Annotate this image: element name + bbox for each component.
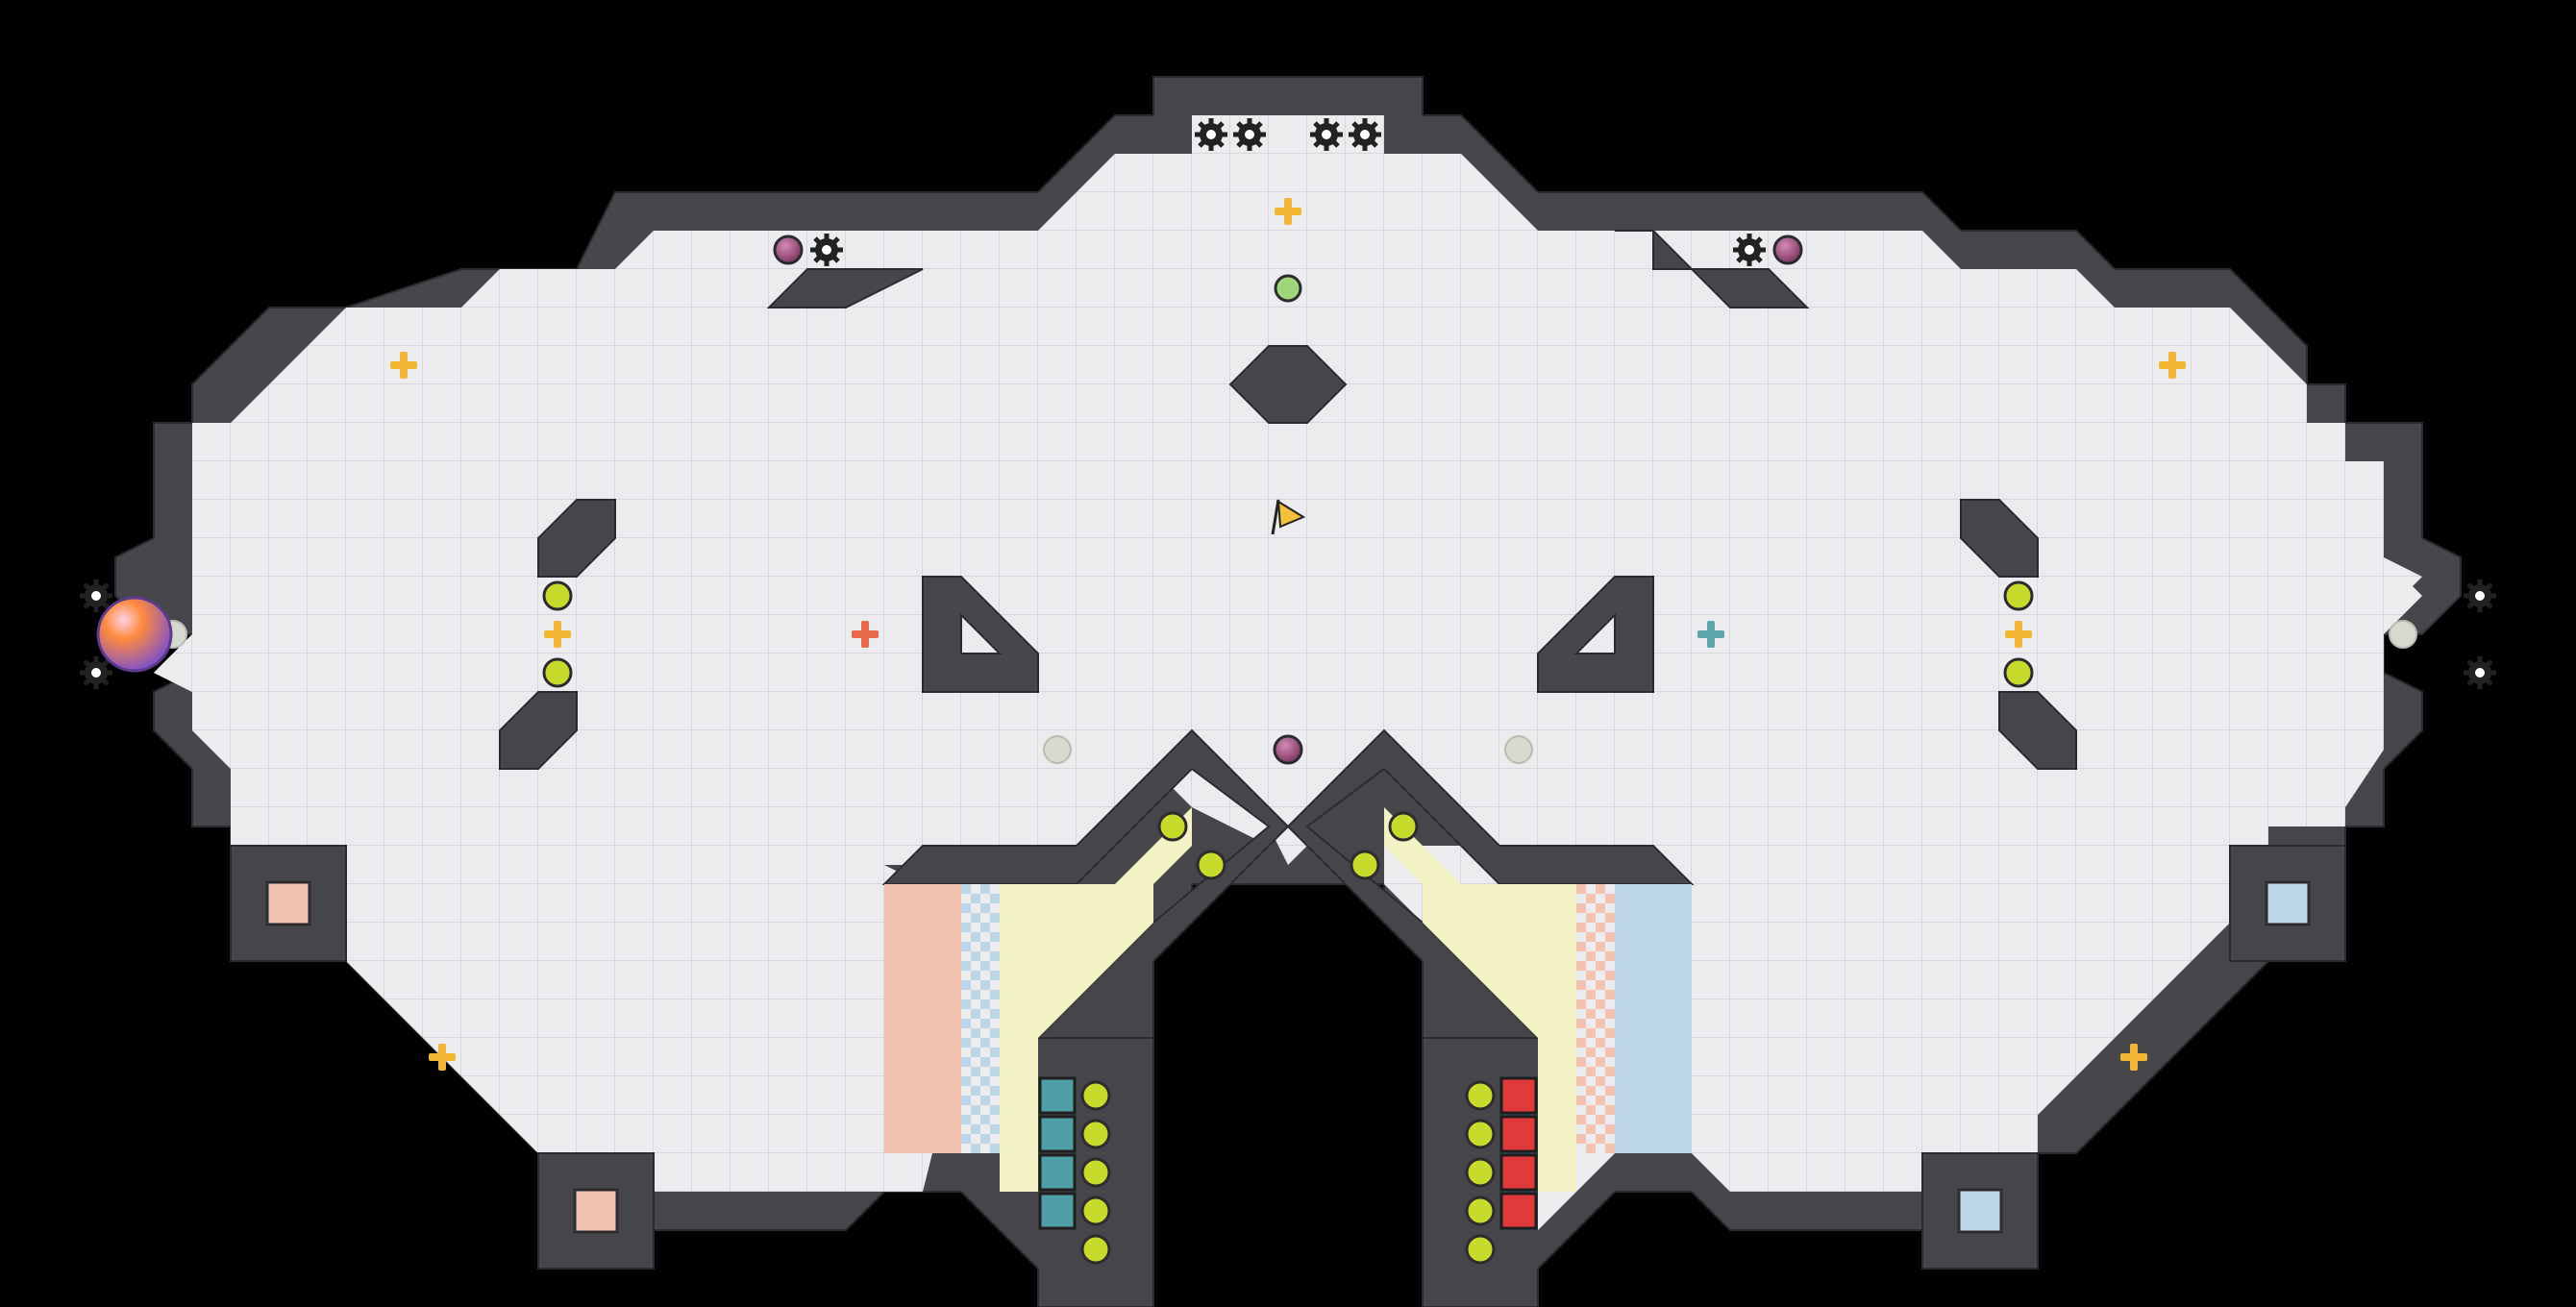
yellow-dot[interactable] [542,657,573,688]
right-upper-pad [1960,499,2039,578]
yellow-dot[interactable] [1465,1196,1496,1226]
yellow-zone-left [1000,807,1192,1192]
teal-block[interactable] [1038,1153,1077,1192]
left-upper-pad [537,499,616,578]
teal-block[interactable] [1038,1115,1077,1153]
peach-checker-zone [1576,884,1615,1153]
level-geometry [114,76,2462,1307]
yellow-dot[interactable] [2003,580,2034,611]
left-triangle [922,576,1039,693]
grey-disc[interactable] [2389,620,2417,649]
yellow-dot[interactable] [1465,1119,1496,1149]
teal-block[interactable] [1038,1192,1077,1230]
spiky-mine-icon [1310,118,1343,151]
spiky-mine-icon [1349,118,1381,151]
yellow-dot[interactable] [1080,1234,1111,1265]
yellow-dot[interactable] [1080,1157,1111,1188]
red-block[interactable] [1499,1115,1538,1153]
spiky-mine-icon [80,656,112,689]
yellow-dot[interactable] [1157,811,1188,842]
yellow-dot[interactable] [1080,1196,1111,1226]
yellow-dot[interactable] [2003,657,2034,688]
blue-tile-right [2265,880,2311,926]
purple-gem-icon[interactable] [773,234,804,265]
purple-gem-icon[interactable] [1772,234,1803,265]
top-left-ledge [766,268,924,308]
right-lower-pad [1998,691,2077,770]
center-hex [1228,345,1348,424]
spiky-mine-icon [2464,580,2496,612]
teal-block[interactable] [1038,1076,1077,1115]
grey-disc[interactable] [1043,735,1072,764]
red-block[interactable] [1499,1192,1538,1230]
purple-gem-icon[interactable] [1273,734,1303,765]
yellow-dot[interactable] [1350,850,1380,880]
yellow-zone-right [1384,807,1576,1192]
yellow-dot[interactable] [1080,1080,1111,1111]
player-ball[interactable] [96,596,173,673]
yellow-dot[interactable] [1465,1157,1496,1188]
right-triangle [1537,576,1654,693]
left-lower-pad [499,691,578,770]
grey-disc[interactable] [1504,735,1533,764]
yellow-dot[interactable] [1465,1080,1496,1111]
green-coin-icon[interactable] [1274,274,1302,303]
red-block[interactable] [1499,1153,1538,1192]
spiky-mine-icon [1233,118,1266,151]
yellow-dot[interactable] [1465,1234,1496,1265]
peach-zone [884,884,961,1153]
alcove-tiles[interactable] [265,880,2311,1234]
colored-regions [884,807,1692,1192]
peach-tile-left [265,880,311,926]
spiky-mine-icon [2464,656,2496,689]
spiky-mine-icon [80,580,112,612]
yellow-flag-icon[interactable] [1271,499,1306,535]
yellow-dot[interactable] [1080,1119,1111,1149]
yellow-dot[interactable] [1388,811,1419,842]
floor-main [154,115,2422,1230]
blue-checker-zone [961,884,1000,1153]
yellow-dot[interactable] [542,580,573,611]
blue-tile-bottom [1957,1188,2003,1234]
spiky-mine-icon [1733,234,1766,266]
spiky-mine-icon [1195,118,1227,151]
top-right-ledge [1615,230,1810,308]
spiky-mine-icon [810,234,843,266]
peach-tile-bottom [573,1188,619,1234]
red-block[interactable] [1499,1076,1538,1115]
blue-zone [1615,884,1692,1153]
yellow-dot[interactable] [1196,850,1226,880]
